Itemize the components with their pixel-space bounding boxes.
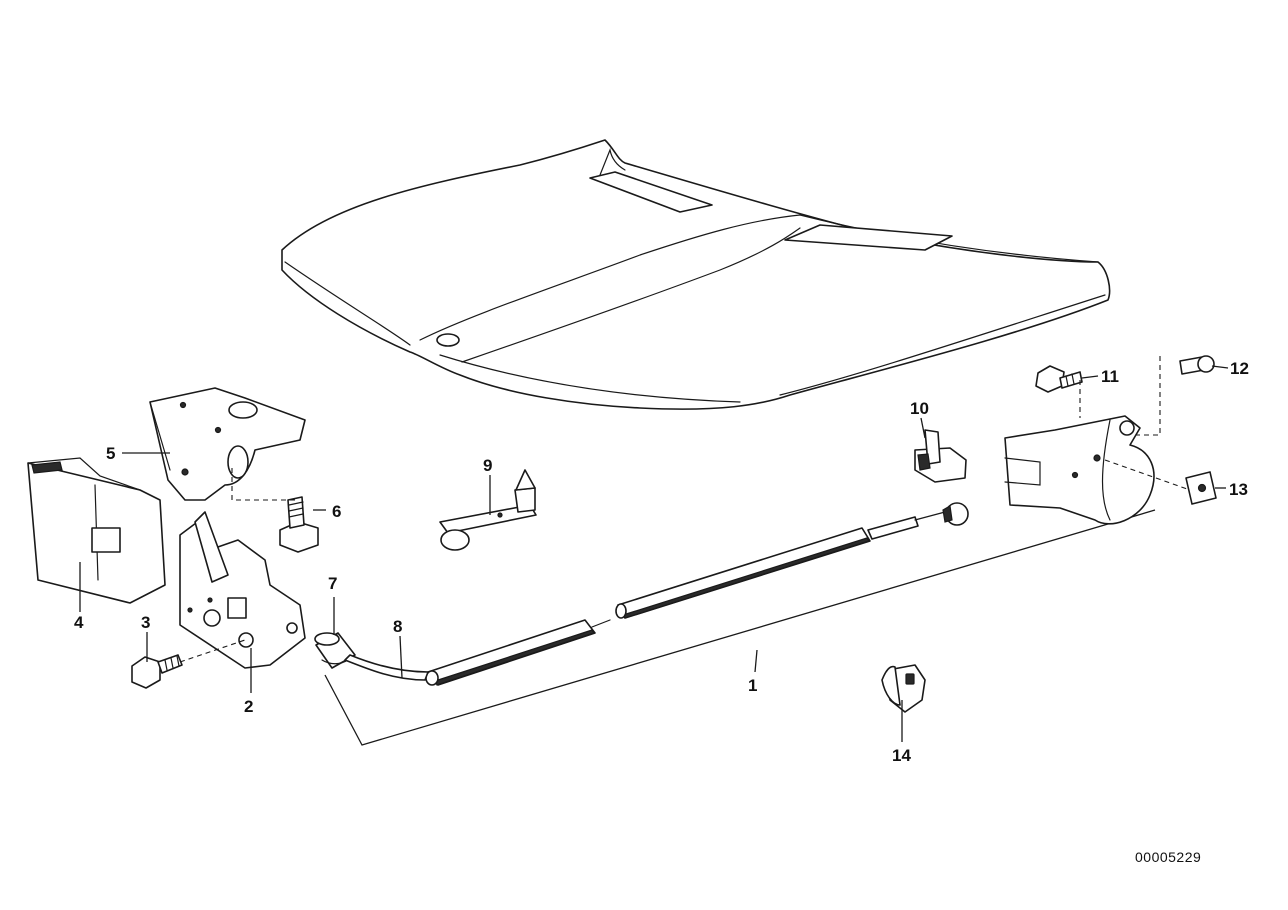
part-1-release-cable <box>324 502 1156 746</box>
hood-panel <box>281 139 1111 410</box>
part-7-sleeve <box>314 632 356 669</box>
part-13-clip-nut <box>1185 471 1217 505</box>
callout-5: 5 <box>106 444 115 463</box>
part-2-latch-plate <box>179 511 306 669</box>
part-9-lever <box>439 469 537 551</box>
callout-4: 4 <box>74 613 84 632</box>
callout-10: 10 <box>910 399 929 418</box>
part-6-bolt <box>231 468 319 553</box>
callout-3: 3 <box>141 613 150 632</box>
callout-11: 11 <box>1101 367 1119 386</box>
callout-9: 9 <box>483 456 492 475</box>
part-4-insulation-block <box>27 457 166 604</box>
callout-6: 6 <box>332 502 341 521</box>
callout-1: 1 <box>748 676 757 695</box>
diagram-id: 00005229 <box>1135 849 1202 865</box>
callout-14: 14 <box>892 746 911 765</box>
part-14-spring-clip <box>881 664 926 713</box>
callout-8: 8 <box>393 617 402 636</box>
callout-12: 12 <box>1230 359 1249 378</box>
part-3-bolt <box>131 639 246 689</box>
callout-labels: 1 2 3 4 5 6 7 8 9 10 11 12 13 14 <box>74 359 1249 765</box>
callout-7: 7 <box>328 574 337 593</box>
part-5-bracket <box>149 387 306 501</box>
part-10-clip <box>914 429 967 483</box>
callout-13: 13 <box>1229 480 1248 499</box>
hood-latch-bracket <box>1004 415 1191 525</box>
callout-2: 2 <box>244 697 253 716</box>
part-12-pin <box>1130 355 1215 436</box>
part-11-bolt <box>1035 365 1083 418</box>
callout-leaders <box>79 365 1229 742</box>
